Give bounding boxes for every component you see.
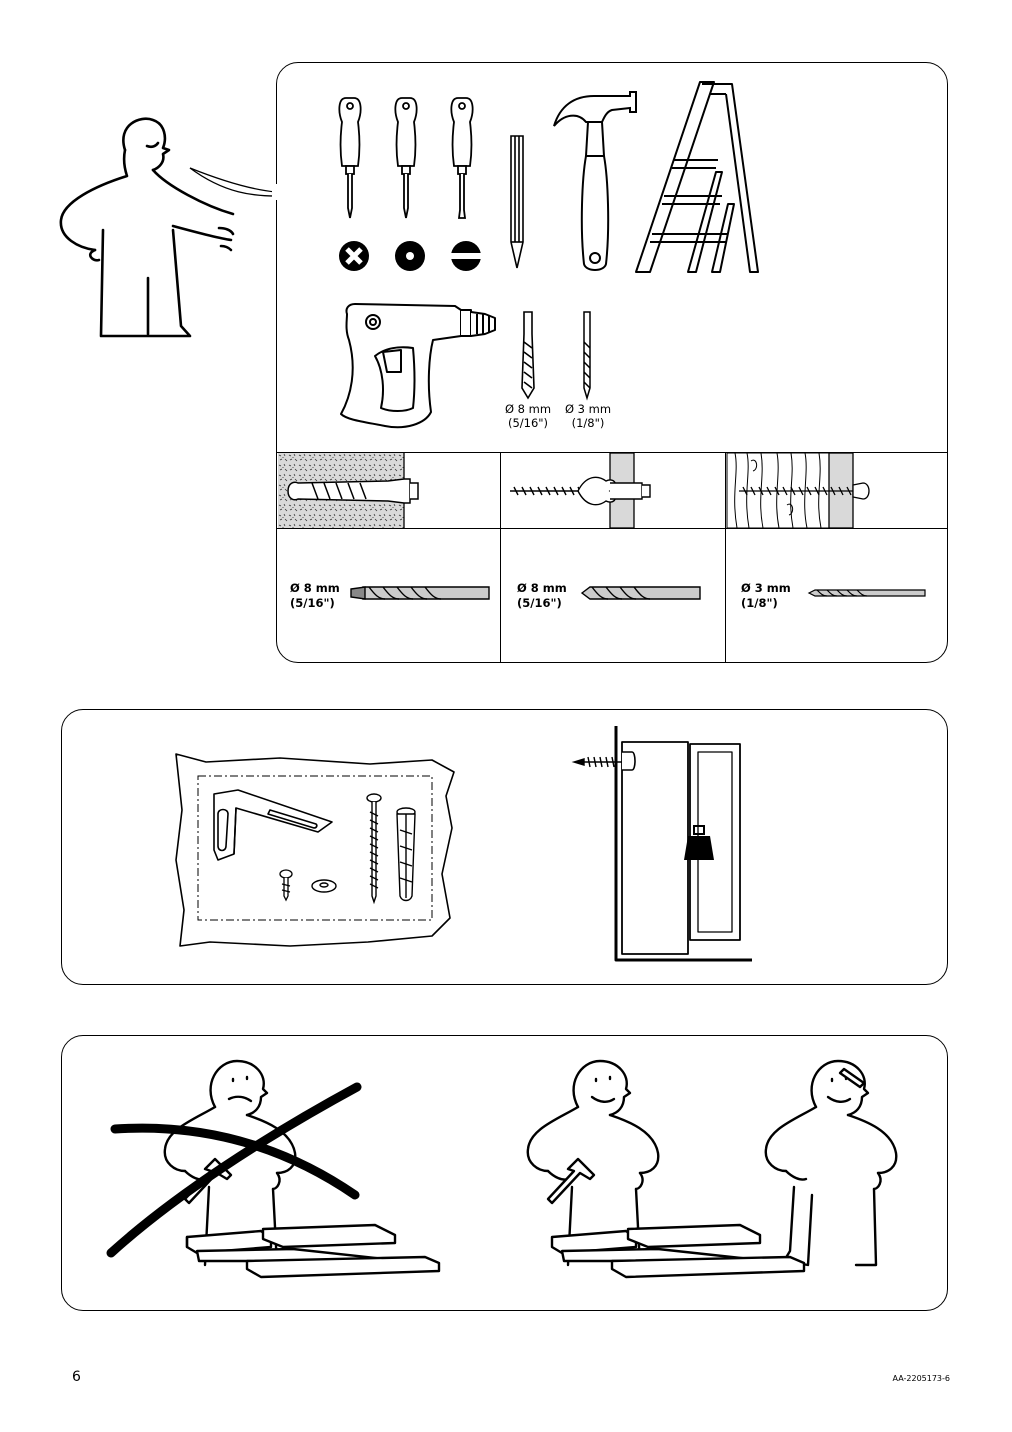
drill-bit-3mm-icon	[583, 311, 591, 401]
single-person-assembly-icon	[106, 1059, 441, 1279]
pencil-icon	[510, 135, 524, 269]
wall-type-grid-div-1	[500, 452, 502, 662]
wall-type-3-size: Ø 3 mm	[741, 581, 791, 595]
two-person-assembly-icon	[526, 1059, 898, 1279]
power-drill-icon	[340, 303, 496, 429]
wall-type-2-size-imperial: (5/16")	[517, 596, 562, 610]
drill-bit-8mm-size: Ø 8 mm	[504, 402, 552, 416]
wall-type-3-size-imperial: (1/8")	[741, 596, 778, 610]
wood-bit-icon	[807, 589, 926, 597]
wall-type-2-size: Ø 8 mm	[517, 581, 567, 595]
step-ladder-icon	[635, 81, 759, 273]
drill-bit-3mm-size-imperial: (1/8")	[571, 416, 605, 430]
document-id: AA-2205173-6	[892, 1374, 950, 1383]
wall-mount-diagram-icon	[571, 726, 752, 962]
masonry-bit-icon	[350, 586, 490, 600]
screwdriver-icons	[338, 97, 483, 271]
wall-type-1-size: Ø 8 mm	[290, 581, 340, 595]
plasterboard-anchor-icon	[510, 452, 651, 529]
hardware-bag-icon	[175, 753, 455, 947]
pointing-figure	[59, 117, 277, 338]
concrete-wall-plug-icon	[278, 453, 419, 528]
speech-tail-cover	[272, 184, 280, 200]
wood-wall-screw-icon	[726, 452, 870, 529]
wall-type-grid-div-2	[725, 452, 727, 662]
drill-bit-8mm-size-imperial: (5/16")	[507, 416, 549, 430]
page-number: 6	[72, 1369, 81, 1385]
drill-bit-8mm-icon	[521, 311, 535, 400]
drill-bit-3mm-size: Ø 3 mm	[564, 402, 612, 416]
wall-type-1-size-imperial: (5/16")	[290, 596, 335, 610]
masonry-bit-plasterboard-icon	[580, 586, 701, 600]
hammer-icon	[553, 91, 637, 271]
